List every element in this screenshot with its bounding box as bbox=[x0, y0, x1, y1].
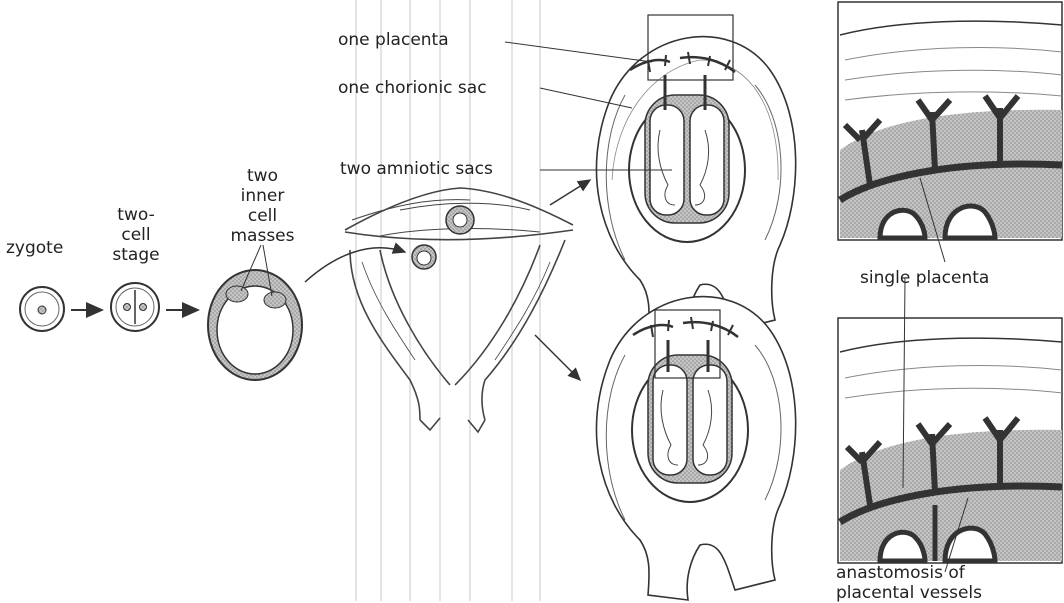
arrow-to-uterus bbox=[305, 248, 405, 282]
label-inner-masses-line2: inner bbox=[225, 186, 300, 206]
two-cell-stage-cell bbox=[111, 283, 159, 331]
label-inner-masses-line1: two bbox=[225, 166, 300, 186]
free-blastocyst bbox=[412, 245, 436, 269]
zygote-cell bbox=[20, 287, 64, 331]
label-two-cell-stage-line2: cell bbox=[106, 225, 166, 245]
label-one-chorionic-sac: one chorionic sac bbox=[338, 78, 487, 98]
arrow-to-lower-pregnancy bbox=[535, 335, 580, 380]
pointer-one-placenta bbox=[505, 42, 652, 62]
label-one-placenta: one placenta bbox=[338, 30, 449, 50]
label-two-cell-stage: two- cell stage bbox=[106, 205, 166, 265]
label-anastomosis-line1: anastomosis of bbox=[836, 563, 982, 583]
label-two-inner-cell-masses: two inner cell masses bbox=[225, 166, 300, 246]
label-anastomosis: anastomosis of placental vessels bbox=[836, 563, 982, 603]
implanted-blastocyst bbox=[446, 206, 474, 234]
label-two-cell-stage-line3: stage bbox=[106, 245, 166, 265]
label-zygote: zygote bbox=[6, 238, 63, 258]
label-inner-masses-line4: masses bbox=[225, 226, 300, 246]
upper-pregnancy bbox=[596, 15, 795, 340]
label-inner-masses-line3: cell bbox=[225, 206, 300, 226]
magnified-panel-upper bbox=[838, 2, 1062, 240]
label-two-amniotic-sacs: two amniotic sacs bbox=[340, 159, 493, 179]
lower-pregnancy bbox=[596, 297, 795, 600]
arrow-to-upper-pregnancy bbox=[550, 180, 590, 205]
blastocyst bbox=[208, 270, 302, 380]
magnified-panel-lower bbox=[838, 318, 1062, 563]
label-two-cell-stage-line1: two- bbox=[106, 205, 166, 225]
label-single-placenta: single placenta bbox=[860, 268, 989, 288]
label-anastomosis-line2: placental vessels bbox=[836, 583, 982, 603]
